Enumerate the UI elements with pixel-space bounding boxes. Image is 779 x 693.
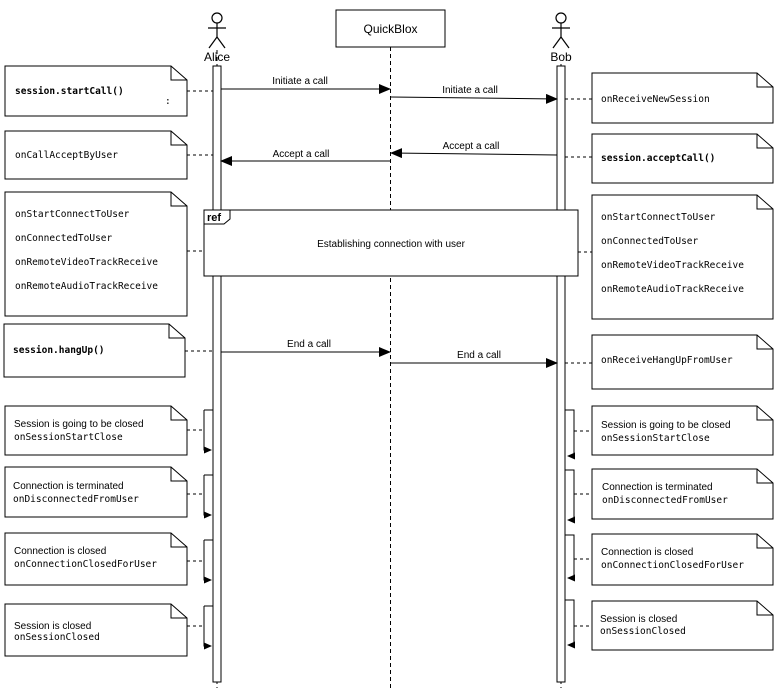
end-call-label-right: End a call: [457, 350, 501, 361]
note-bob-connect-line-3: onRemoteVideoTrackReceive: [601, 260, 744, 271]
note-alice-connect: onStartConnectToUser onConnectedToUser o…: [4, 191, 188, 317]
note-bob-accept-call-text: session.acceptCall(): [601, 153, 715, 164]
note-alice-connect-line-1: onStartConnectToUser: [15, 209, 130, 220]
note-bob-conn-closed-title: Connection is closed: [601, 547, 693, 558]
note-alice-terminated: Connection is terminated onDisconnectedF…: [4, 466, 188, 518]
note-bob-conn-closed-cb: onConnectionClosedForUser: [601, 560, 744, 571]
bob-label: Bob: [550, 50, 572, 64]
initiate-call-arrow-right: [390, 93, 558, 104]
note-connectors: [185, 90, 592, 627]
note-alice-conn-closed-title: Connection is closed: [14, 546, 106, 557]
note-alice-connect-line-3: onRemoteVideoTrackReceive: [15, 257, 158, 268]
note-alice-conn-closed-cb: onConnectionClosedForUser: [14, 559, 157, 570]
note-bob-sess-closed: Session is closed onSessionClosed: [591, 600, 774, 651]
note-alice-sess-closed: Session is closed onSessionClosed: [4, 603, 188, 657]
note-bob-connect: onStartConnectToUser onConnectedToUser o…: [591, 194, 774, 320]
quickblox-participant-box: [335, 9, 446, 48]
note-alice-conn-closed: Connection is closed onConnectionClosedF…: [4, 532, 188, 586]
note-alice-terminated-cb: onDisconnectedFromUser: [13, 494, 139, 505]
note-alice-closing-cb: onSessionStartClose: [14, 432, 123, 443]
note-bob-closing-title: Session is going to be closed: [601, 420, 731, 431]
note-bob-connect-line-2: onConnectedToUser: [601, 236, 699, 247]
quickblox-label: QuickBlox: [363, 22, 417, 36]
ref-frame-tag: ref: [207, 212, 221, 224]
note-alice-hang-up: session.hangUp(): [3, 323, 186, 378]
initiate-call-label-right: Initiate a call: [442, 85, 498, 96]
note-bob-receive-session-text: onReceiveNewSession: [601, 94, 710, 105]
note-alice-sess-closed-title: Session is closed: [14, 621, 91, 632]
end-call-label-left: End a call: [287, 339, 331, 350]
note-bob-hang-up-received: onReceiveHangUpFromUser: [591, 334, 774, 390]
note-bob-sess-closed-title: Session is closed: [600, 614, 677, 625]
note-alice-start-call-text: session.startCall(): [15, 86, 124, 97]
note-alice-connect-line-4: onRemoteAudioTrackReceive: [15, 281, 158, 292]
note-bob-closing-cb: onSessionStartClose: [601, 433, 710, 444]
note-alice-sess-closed-cb: onSessionClosed: [14, 632, 100, 643]
note-alice-start-call: session.startCall() :: [4, 65, 188, 117]
note-alice-call-accept: onCallAcceptByUser: [4, 130, 188, 180]
note-bob-accept-call: session.acceptCall(): [591, 133, 774, 184]
accept-call-label-right: Accept a call: [443, 141, 500, 152]
note-alice-call-accept-text: onCallAcceptByUser: [15, 150, 118, 161]
accept-call-label-left: Accept a call: [273, 149, 330, 160]
note-alice-closing: Session is going to be closed onSessionS…: [4, 405, 188, 456]
initiate-call-label-left: Initiate a call: [272, 76, 328, 87]
note-alice-terminated-title: Connection is terminated: [13, 481, 124, 492]
note-bob-hang-up-received-text: onReceiveHangUpFromUser: [601, 355, 733, 366]
note-bob-conn-closed: Connection is closed onConnectionClosedF…: [591, 533, 774, 586]
note-bob-closing: Session is going to be closed onSessionS…: [591, 405, 774, 456]
note-bob-terminated: Connection is terminated onDisconnectedF…: [591, 468, 774, 520]
alice-activation-bar: [212, 65, 222, 683]
note-alice-closing-title: Session is going to be closed: [14, 419, 144, 430]
bob-actor-icon: [552, 12, 570, 49]
note-bob-connect-line-1: onStartConnectToUser: [601, 212, 716, 223]
bob-self-calls: [565, 409, 575, 649]
note-bob-sess-closed-cb: onSessionClosed: [600, 626, 686, 637]
alice-self-calls: [203, 409, 213, 650]
ref-frame-tag-box: [203, 209, 231, 225]
bob-activation-bar: [556, 65, 566, 683]
note-bob-terminated-title: Connection is terminated: [602, 482, 713, 493]
note-alice-connect-line-2: onConnectedToUser: [15, 233, 113, 244]
note-bob-connect-line-4: onRemoteAudioTrackReceive: [601, 284, 744, 295]
note-bob-receive-session: onReceiveNewSession: [591, 72, 774, 124]
note-bob-terminated-cb: onDisconnectedFromUser: [602, 495, 728, 506]
alice-actor-icon: [208, 12, 226, 49]
ref-frame: [203, 209, 579, 277]
accept-call-arrow-right: [390, 148, 558, 159]
ref-frame-text: Establishing connection with user: [317, 239, 466, 250]
note-alice-start-call-mark: :: [165, 96, 171, 107]
note-alice-hang-up-text: session.hangUp(): [13, 345, 105, 356]
